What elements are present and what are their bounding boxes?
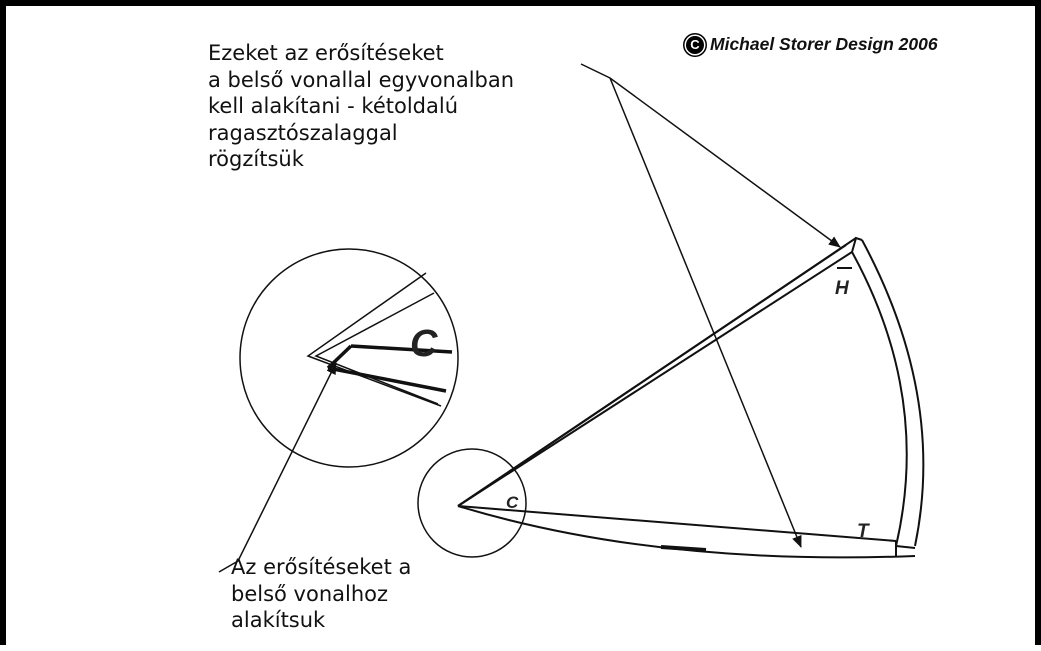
leader-arrows xyxy=(218,63,841,573)
sail-edge-curved-outer xyxy=(861,239,925,547)
arrow-to-foot xyxy=(609,77,802,548)
sail-edge-lower-inner xyxy=(457,505,897,542)
arrow-to-detail-clew xyxy=(218,362,337,573)
bottom-annotation-line: alakítsuk xyxy=(231,608,326,632)
clew-highlight-circle xyxy=(417,448,527,558)
sail-edge-upper-outer xyxy=(457,237,857,507)
bottom-annotation-line: Az erősítéseket a xyxy=(231,555,412,579)
copyright-icon: C xyxy=(686,36,704,54)
top-annotation-line: Ezeket az erősítéseket xyxy=(208,41,444,65)
copyright-text: Michael Storer Design 2006 xyxy=(710,34,938,54)
top-annotation-line: ragasztószalaggal xyxy=(208,120,398,145)
sail-diagram: H T C C xyxy=(218,63,925,573)
label-tack: T xyxy=(857,521,870,542)
foot-reinforcement xyxy=(660,545,707,552)
detail-magnifier-circle xyxy=(239,248,459,468)
bottom-annotation: Az erősítéseket a belső vonalhoz alakíts… xyxy=(231,554,411,634)
label-detail-clew: C xyxy=(410,323,438,365)
sail-edge-curved-inner xyxy=(851,251,908,547)
top-annotation-line: a belső vonallal egyvonalban xyxy=(208,67,515,92)
bottom-annotation-line: belső vonalhoz xyxy=(231,581,389,606)
label-head: H xyxy=(835,278,850,299)
head-reinforcement xyxy=(851,236,863,253)
top-annotation: Ezeket az erősítéseket a belső vonallal … xyxy=(208,40,514,173)
sail-edge-upper-inner xyxy=(457,251,853,507)
top-annotation-line: rögzítsük xyxy=(208,147,304,171)
arrow-to-head xyxy=(580,63,841,248)
copyright-notice: C Michael Storer Design 2006 xyxy=(686,34,938,55)
tack-reinforcement xyxy=(895,541,916,556)
top-annotation-line: kell alakítani - kétoldalú xyxy=(208,94,459,118)
label-clew: C xyxy=(506,493,519,512)
sail-outline xyxy=(457,236,925,559)
